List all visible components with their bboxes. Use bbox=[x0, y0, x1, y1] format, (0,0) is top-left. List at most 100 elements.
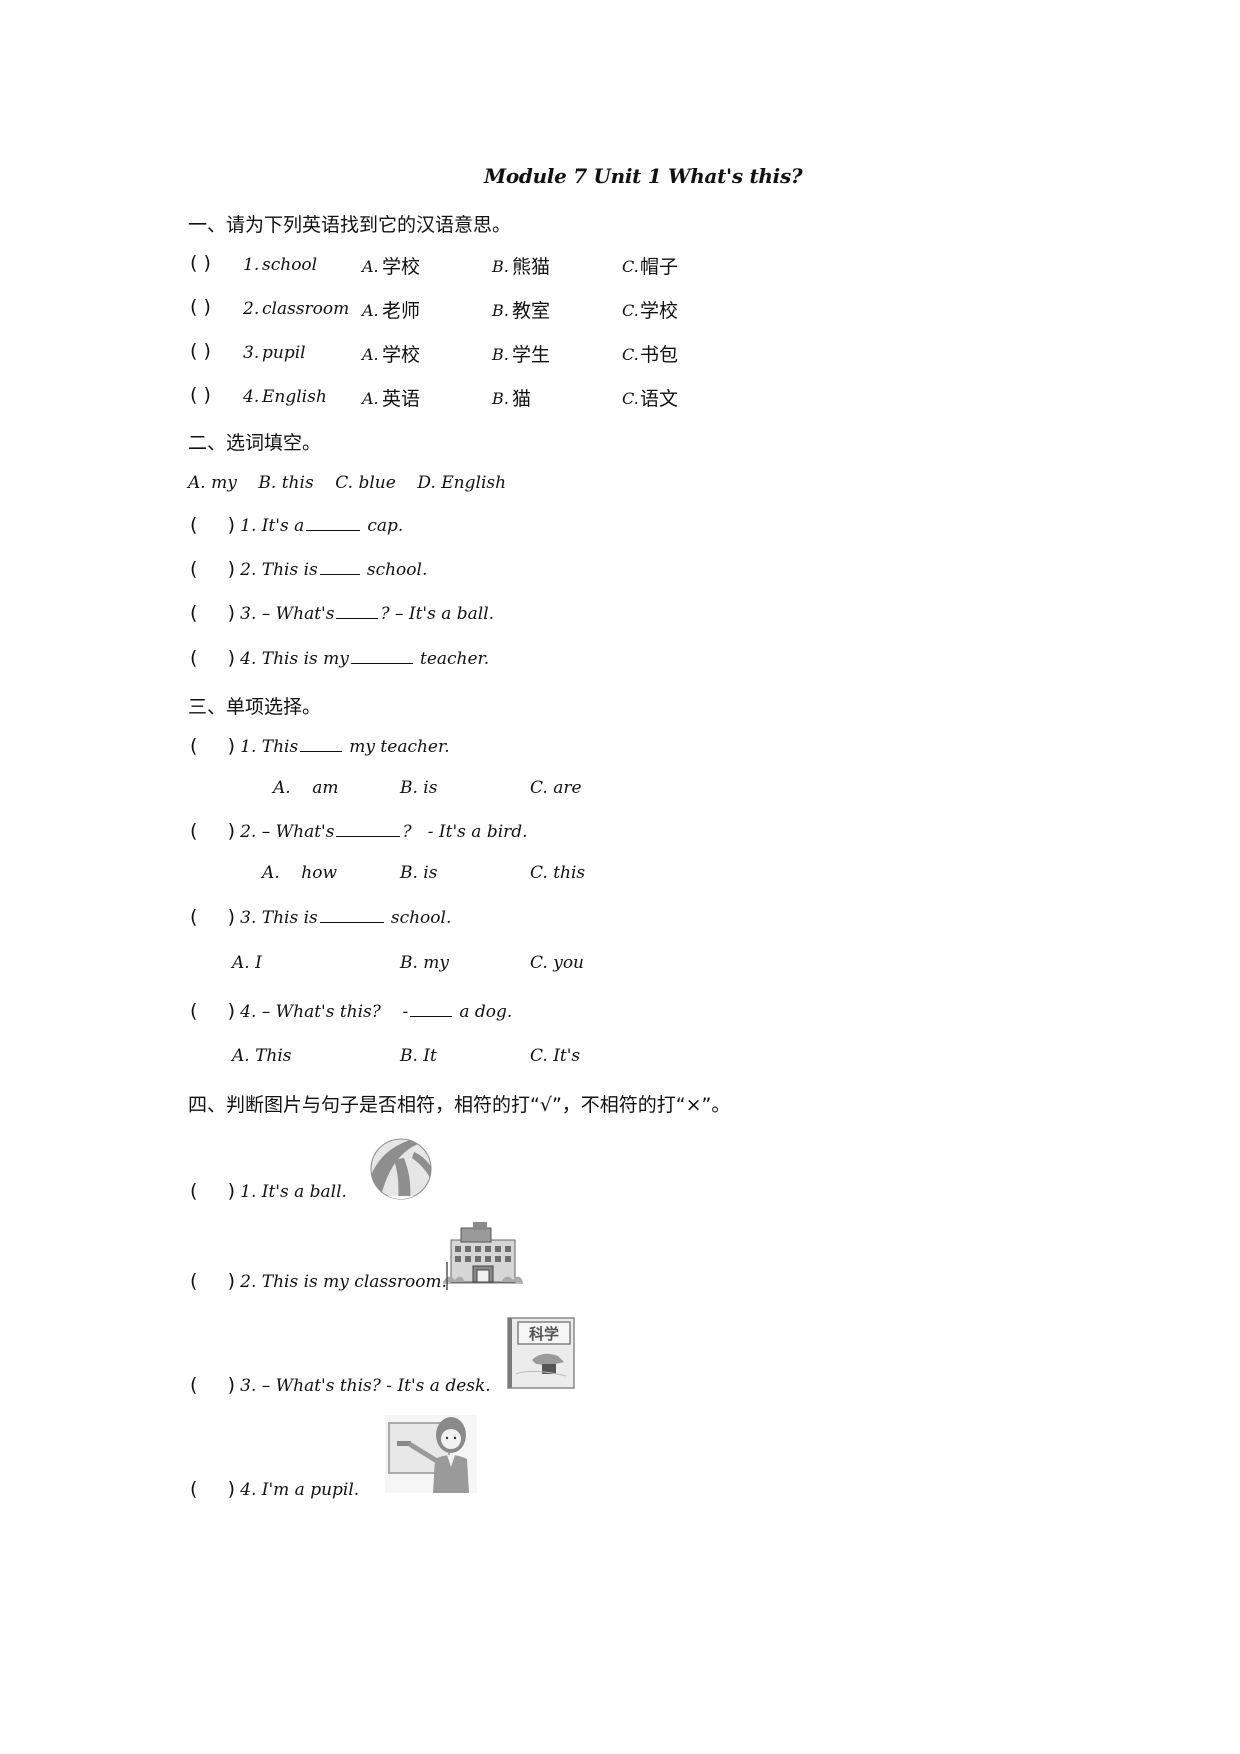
statement: 4. I'm a pupil. bbox=[240, 1480, 360, 1500]
fill-blank bbox=[336, 820, 401, 837]
item-number: 2. bbox=[243, 299, 260, 319]
section4-item: ( ) 4. I'm a pupil. bbox=[190, 1478, 359, 1500]
fill-blank[interactable] bbox=[306, 514, 361, 531]
option-b: 熊猫 bbox=[512, 256, 551, 278]
teacher-icon bbox=[385, 1415, 477, 1493]
option-a: A. how bbox=[262, 863, 338, 883]
sentence-end: cap. bbox=[367, 516, 404, 536]
option-c-label: C. bbox=[622, 345, 639, 364]
answer-paren[interactable]: ( ) bbox=[190, 735, 236, 757]
question-start: 3. This is bbox=[240, 908, 318, 928]
word-bank: A. my B. this C. blue D. English bbox=[188, 473, 507, 493]
teacher-picture bbox=[385, 1415, 477, 1493]
answer-paren[interactable]: ( ) bbox=[190, 252, 211, 274]
section2-item: ( ) 3. – What's ? – It's a ball. bbox=[190, 602, 494, 624]
question-start: 2. – What's bbox=[240, 822, 335, 842]
answer-paren[interactable]: ( ) bbox=[190, 820, 236, 842]
answer-paren[interactable]: ( ) bbox=[190, 602, 236, 624]
answer-paren[interactable]: ( ) bbox=[190, 514, 236, 536]
section3-question: ( ) 3. This is school. bbox=[190, 906, 451, 928]
answer-paren[interactable]: ( ) bbox=[190, 1000, 236, 1022]
option-a: 英语 bbox=[382, 388, 421, 410]
english-word: pupil bbox=[262, 343, 306, 363]
option-a: 学校 bbox=[382, 256, 421, 278]
option-c-label: C. bbox=[622, 389, 639, 408]
page-title: Module 7 Unit 1 What's this? bbox=[484, 164, 803, 188]
answer-paren[interactable]: ( ) bbox=[190, 384, 211, 406]
section3-heading: 三、单项选择。 bbox=[188, 696, 322, 718]
answer-paren[interactable]: ( ) bbox=[190, 1270, 236, 1292]
option-a: 老师 bbox=[382, 300, 421, 322]
answer-paren[interactable]: ( ) bbox=[190, 340, 211, 362]
answer-paren[interactable]: ( ) bbox=[190, 906, 236, 928]
fill-blank[interactable] bbox=[350, 647, 413, 664]
option-a-label: A. bbox=[362, 389, 379, 408]
science-book-picture: 科学 bbox=[502, 1312, 580, 1392]
school-building-icon bbox=[443, 1222, 523, 1290]
option-a: 学校 bbox=[382, 344, 421, 366]
science-book-icon: 科学 bbox=[507, 1317, 575, 1389]
option-b-label: B. bbox=[492, 345, 509, 364]
school-building-picture bbox=[443, 1222, 523, 1290]
section3-question: ( ) 1. This my teacher. bbox=[190, 735, 450, 757]
sentence-start: 4. This is my bbox=[240, 649, 349, 669]
question-start: 1. This bbox=[240, 737, 299, 757]
fill-blank bbox=[410, 1000, 453, 1017]
answer-paren[interactable]: ( ) bbox=[190, 647, 236, 669]
answer-paren[interactable]: ( ) bbox=[190, 1478, 236, 1500]
english-word: classroom bbox=[262, 299, 350, 319]
option-a: A. This bbox=[232, 1046, 292, 1066]
option-c: 语文 bbox=[640, 388, 679, 410]
answer-paren[interactable]: ( ) bbox=[190, 1374, 236, 1396]
question-end: my teacher. bbox=[349, 737, 450, 757]
question-end: a dog. bbox=[459, 1002, 513, 1022]
section1-heading: 一、请为下列英语找到它的汉语意思。 bbox=[188, 214, 512, 236]
option-a-label: A. bbox=[362, 301, 379, 320]
statement: 2. This is my classroom. bbox=[240, 1272, 447, 1292]
option-a: A. am bbox=[273, 778, 339, 798]
beach-ball-icon bbox=[370, 1138, 432, 1200]
sentence-end: school. bbox=[366, 560, 428, 580]
question-end: school. bbox=[390, 908, 452, 928]
option-c: 帽子 bbox=[640, 256, 679, 278]
option-a-label: A. bbox=[362, 345, 379, 364]
option-b: 学生 bbox=[512, 344, 551, 366]
section2-heading: 二、选词填空。 bbox=[188, 432, 322, 454]
option-c: 学校 bbox=[640, 300, 679, 322]
beach-ball-picture bbox=[370, 1138, 432, 1200]
section3-question: ( ) 2. – What's ? - It's a bird. bbox=[190, 820, 528, 842]
book-label: 科学 bbox=[529, 1325, 559, 1343]
fill-blank[interactable] bbox=[319, 558, 360, 575]
option-c: C. are bbox=[530, 778, 582, 798]
option-b: B. my bbox=[400, 953, 450, 973]
option-a: A. I bbox=[232, 953, 262, 973]
option-b: 猫 bbox=[512, 388, 532, 410]
fill-blank[interactable] bbox=[336, 602, 379, 619]
answer-paren[interactable]: ( ) bbox=[190, 558, 236, 580]
option-c: C. this bbox=[530, 863, 586, 883]
section3-question: ( ) 4. – What's this? - a dog. bbox=[190, 1000, 512, 1022]
question-start: 4. – What's this? - bbox=[240, 1002, 409, 1022]
section2-item: ( ) 1. It's a cap. bbox=[190, 514, 403, 536]
statement: 1. It's a ball. bbox=[240, 1182, 347, 1202]
section4-item: ( ) 2. This is my classroom. bbox=[190, 1270, 447, 1292]
item-number: 3. bbox=[243, 343, 260, 363]
option-b: B. is bbox=[400, 778, 438, 798]
sentence-end: teacher. bbox=[419, 649, 490, 669]
sentence-end: ? – It's a ball. bbox=[380, 604, 495, 624]
option-c-label: C. bbox=[622, 257, 639, 276]
section4-item: ( ) 3. – What's this? - It's a desk. bbox=[190, 1374, 491, 1396]
sentence-start: 2. This is bbox=[240, 560, 318, 580]
option-c: 书包 bbox=[640, 344, 679, 366]
answer-paren[interactable]: ( ) bbox=[190, 1180, 236, 1202]
fill-blank bbox=[300, 735, 343, 752]
english-word: English bbox=[262, 387, 327, 407]
answer-paren[interactable]: ( ) bbox=[190, 296, 211, 318]
option-b: B. It bbox=[400, 1046, 437, 1066]
section2-item: ( ) 4. This is my teacher. bbox=[190, 647, 489, 669]
option-b-label: B. bbox=[492, 389, 509, 408]
option-c: C. you bbox=[530, 953, 584, 973]
sentence-start: 3. – What's bbox=[240, 604, 335, 624]
question-end: ? - It's a bird. bbox=[402, 822, 528, 842]
